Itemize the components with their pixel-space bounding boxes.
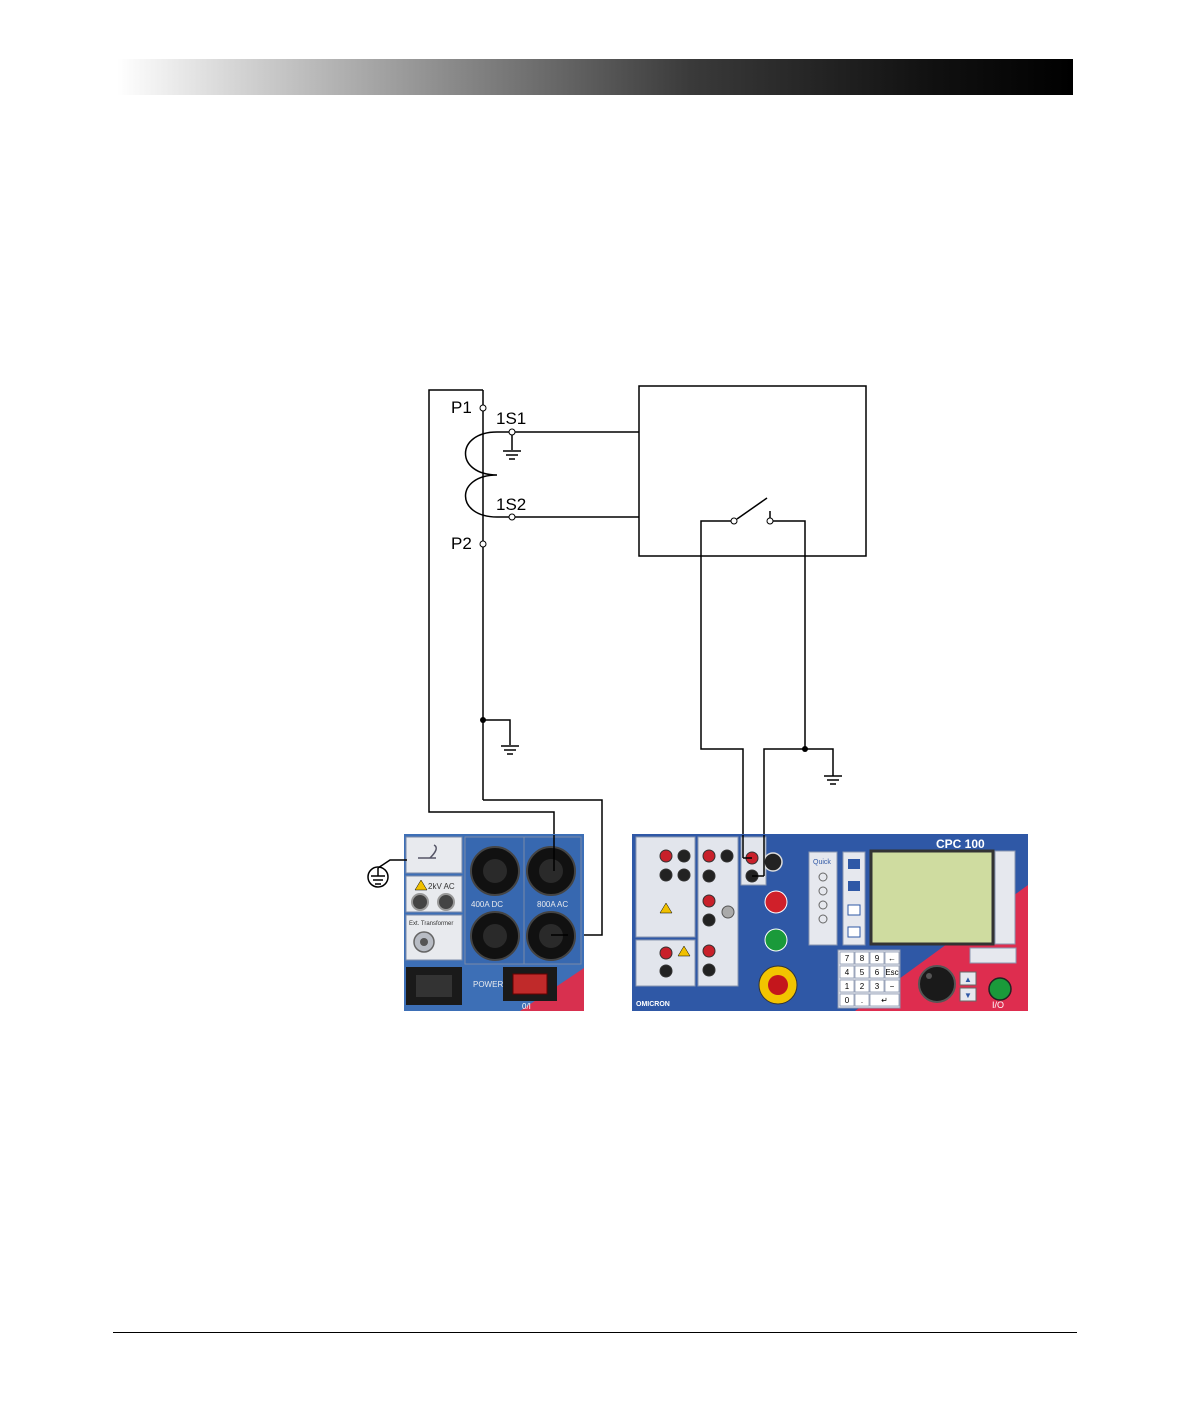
hv-socket bbox=[438, 894, 454, 910]
keypad-key-label: . bbox=[861, 996, 863, 1005]
label-p1: P1 bbox=[451, 398, 472, 417]
label-2kv-ac: 2kV AC bbox=[428, 882, 455, 891]
svg-text:▲: ▲ bbox=[964, 975, 972, 984]
cpc100-title: CPC 100 bbox=[936, 837, 985, 851]
footer-rule bbox=[113, 1332, 1077, 1333]
keypad-key-label: 9 bbox=[875, 954, 880, 963]
keypad-key-label: 0 bbox=[845, 996, 850, 1005]
keypad-key-label: Esc bbox=[885, 968, 898, 977]
stop-button bbox=[765, 929, 787, 951]
lcd-screen bbox=[871, 851, 993, 944]
label-1s2: 1S2 bbox=[496, 495, 526, 514]
terminal-p2 bbox=[480, 541, 486, 547]
label-ext-transformer: Ext. Transformer bbox=[409, 921, 453, 927]
label-800a-ac: 800A AC bbox=[537, 900, 568, 909]
booster-panel: 2kV AC Ext. Transformer 400A DC 800A AC … bbox=[404, 834, 584, 1011]
label-power: POWER bbox=[473, 980, 503, 989]
ground-symbol bbox=[503, 451, 521, 459]
junction-dot bbox=[480, 717, 486, 723]
keypad-key-label: 4 bbox=[845, 968, 850, 977]
start-button bbox=[765, 891, 787, 913]
ct-secondary-coil bbox=[466, 432, 498, 517]
relay-box bbox=[639, 386, 866, 556]
terminal-1s2 bbox=[509, 514, 515, 520]
keypad-key-label: 7 bbox=[845, 954, 850, 963]
terminal-p1 bbox=[480, 405, 486, 411]
keypad-key-label: ← bbox=[888, 954, 896, 963]
keypad-key-label: 5 bbox=[860, 968, 865, 977]
label-quick: Quick bbox=[813, 859, 831, 866]
main-power-button bbox=[989, 978, 1011, 1000]
label-switch: 0/I bbox=[522, 1002, 531, 1011]
rotary-knob bbox=[764, 853, 782, 871]
keypad-key-label: 2 bbox=[860, 982, 865, 991]
tab-arrows bbox=[970, 948, 1016, 963]
label-power-switch: I/O bbox=[992, 1000, 1004, 1010]
ground-symbol bbox=[501, 746, 519, 754]
label-p2: P2 bbox=[451, 534, 472, 553]
navigation-knob bbox=[919, 966, 955, 1002]
omicron-logo: OMICRON bbox=[636, 1001, 670, 1008]
keypad-key-label: − bbox=[890, 982, 895, 991]
hv-socket bbox=[412, 894, 428, 910]
svg-text:▼: ▼ bbox=[964, 991, 972, 1000]
cpc100-panel: CPC 100 Quick bbox=[632, 834, 1028, 1011]
keypad-key-label: ↵ bbox=[881, 996, 888, 1005]
keypad-key-label: 8 bbox=[860, 954, 865, 963]
earth-ground-icon bbox=[368, 860, 407, 887]
softkey-strip bbox=[995, 851, 1015, 944]
relay-contact bbox=[701, 498, 833, 878]
keypad-key-label: 1 bbox=[845, 982, 850, 991]
ground-symbol bbox=[824, 776, 842, 784]
keypad-key-label: 6 bbox=[875, 968, 880, 977]
label-400a-dc: 400A DC bbox=[471, 900, 503, 909]
keypad-key-label: 3 bbox=[875, 982, 880, 991]
label-1s1: 1S1 bbox=[496, 409, 526, 428]
terminal-1s1 bbox=[509, 429, 515, 435]
